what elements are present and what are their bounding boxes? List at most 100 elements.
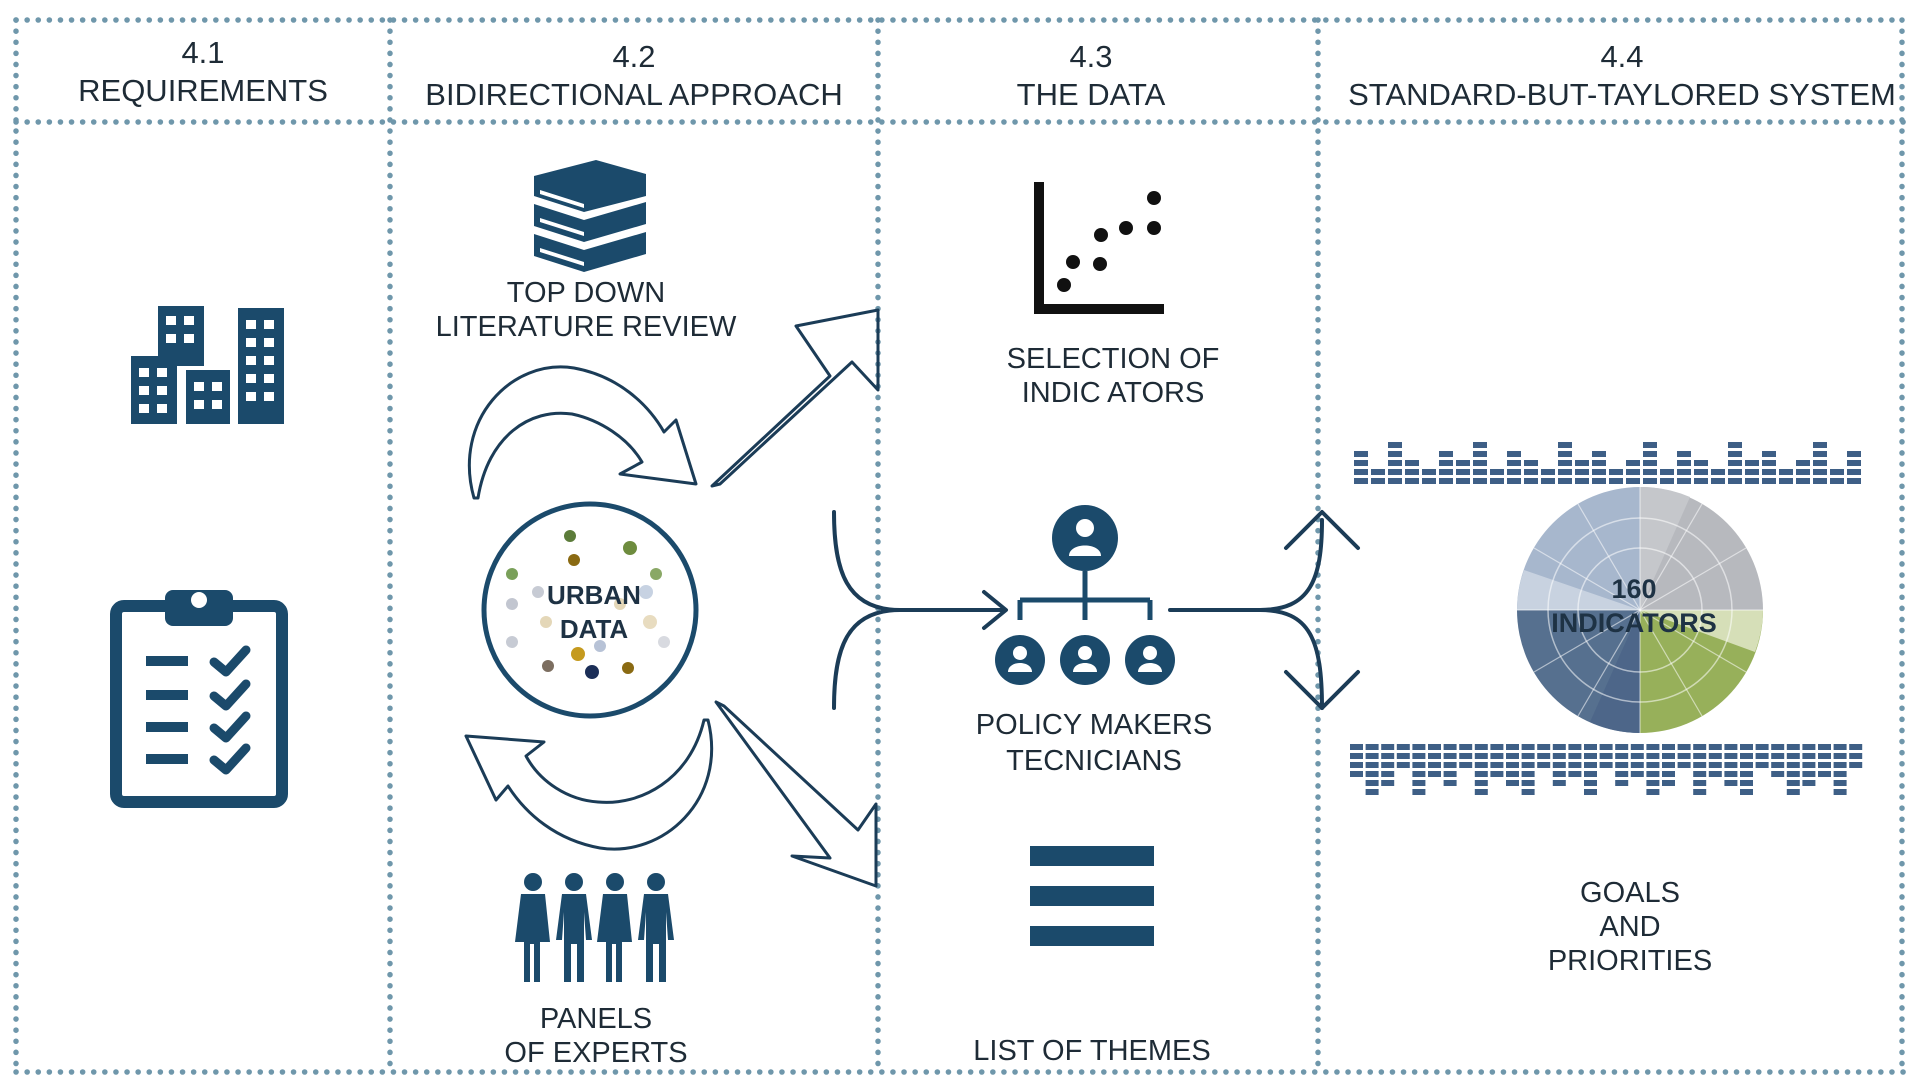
literature-review-label: LITERATURE REVIEW: [435, 311, 737, 343]
cycle-arrow-bottom: [464, 718, 714, 851]
indicator-bar-segment: [1762, 451, 1776, 457]
merge-arrows: [832, 510, 1008, 710]
indicator-bar-segment: [1833, 771, 1847, 777]
indicator-bar-segment: [1677, 753, 1691, 759]
indicator-bar-segment: [1365, 771, 1379, 777]
indicator-bar-segment: [1802, 762, 1816, 768]
indicator-bar-segment: [1779, 469, 1793, 475]
indicator-bar-segment: [1771, 744, 1785, 750]
indicator-bar-segment: [1568, 771, 1582, 777]
indicator-bar-segment: [1849, 744, 1863, 750]
indicator-bar-segment: [1771, 771, 1785, 777]
indicator-bar-segment: [1694, 478, 1708, 484]
indicator-bar-segment: [1626, 478, 1640, 484]
column-title-requirements: REQUIREMENTS: [78, 73, 328, 108]
indicator-bar-segment: [1568, 744, 1582, 750]
tecnicians-label: TECNICIANS: [1006, 745, 1182, 777]
scatter-plot-icon: [1034, 182, 1164, 314]
indicator-bar-segment: [1584, 744, 1597, 750]
indicator-bar-segment: [1365, 780, 1379, 786]
indicator-bar-segment: [1724, 771, 1738, 777]
indicator-bar-segment: [1428, 762, 1441, 768]
indicator-bar-segment: [1371, 478, 1385, 484]
indicator-bar-segment: [1802, 753, 1816, 759]
indicator-bar-segment: [1381, 762, 1395, 768]
indicator-bar-segment: [1813, 469, 1827, 475]
indicator-bar-segment: [1584, 753, 1597, 759]
indicator-bar-segment: [1474, 744, 1488, 750]
indicator-bar-segment: [1847, 460, 1861, 466]
indicator-bar-segment: [1474, 771, 1488, 777]
indicator-bar-segment: [1365, 762, 1379, 768]
indicator-bar-segment: [1599, 744, 1613, 750]
indicator-bar-segment: [1371, 469, 1385, 475]
indicator-bar-segment: [1552, 771, 1566, 777]
indicator-bar-segment: [1474, 780, 1488, 786]
indicator-bar-segment: [1506, 744, 1519, 750]
indicator-bar-segment: [1693, 744, 1707, 750]
indicator-bar-segment: [1521, 771, 1535, 777]
indicator-bar-segment: [1740, 753, 1753, 759]
indicator-bar-segment: [1439, 460, 1453, 466]
indicator-bar-segment: [1818, 771, 1831, 777]
indicators-label: INDIC ATORS: [1021, 377, 1205, 409]
indicator-bar-segment: [1537, 762, 1551, 768]
indicator-bar-segment: [1796, 478, 1810, 484]
data-dots: [506, 530, 670, 679]
indicator-bar-segment: [1662, 744, 1675, 750]
indicator-bar-segment: [1646, 780, 1660, 786]
indicator-bar-segment: [1443, 753, 1457, 759]
column-title-the-data: THE DATA: [1016, 77, 1166, 112]
indicator-bar-segment: [1677, 460, 1691, 466]
indicator-bar-segment: [1762, 460, 1776, 466]
indicator-bar-segment: [1584, 762, 1597, 768]
indicator-bar-segment: [1609, 469, 1623, 475]
arrow-down-right: [714, 700, 878, 888]
cycle-arrow-top: [467, 365, 698, 500]
indicator-bar-segment: [1740, 789, 1753, 795]
indicator-bar-segment: [1541, 478, 1555, 484]
indicator-bar-segment: [1490, 744, 1504, 750]
indicator-bar-segment: [1833, 762, 1847, 768]
indicator-bar-segment: [1677, 762, 1691, 768]
indicator-bar-segment: [1813, 478, 1827, 484]
indicator-bar-segment: [1724, 744, 1738, 750]
indicator-bar-segment: [1507, 451, 1521, 457]
indicator-bar-segment: [1818, 762, 1831, 768]
indicator-bar-segment: [1728, 478, 1742, 484]
indicator-bar-segment: [1677, 451, 1691, 457]
indicator-bar-segment: [1643, 442, 1657, 448]
indicator-bar-segment: [1584, 771, 1597, 777]
books-icon: [534, 160, 646, 272]
indicator-bar-segment: [1443, 780, 1457, 786]
indicator-bar-segment: [1405, 478, 1419, 484]
urban-data-circle: [481, 501, 699, 719]
indicator-bar-segment: [1439, 478, 1453, 484]
indicator-bar-segment: [1506, 762, 1519, 768]
clipboard-checklist-icon: [110, 590, 288, 808]
indicator-bar-segment: [1354, 451, 1368, 457]
indicator-bar-segment: [1428, 753, 1441, 759]
urban-data-line1: URBAN: [547, 580, 641, 610]
indicator-bar-segment: [1537, 744, 1551, 750]
indicator-bar-segment: [1693, 762, 1707, 768]
indicator-bar-segment: [1833, 753, 1847, 759]
indicator-bar-segment: [1592, 469, 1606, 475]
indicator-bar-segment: [1552, 780, 1566, 786]
indicator-bar-segment: [1388, 442, 1402, 448]
indicator-bar-segment: [1626, 469, 1640, 475]
list-icon: [1030, 846, 1154, 946]
indicator-bar-segment: [1833, 744, 1847, 750]
indicator-bar-segment: [1745, 460, 1759, 466]
indicator-bar-segment: [1428, 771, 1441, 777]
indicator-bar-segment: [1711, 478, 1725, 484]
indicator-bar-segment: [1507, 469, 1521, 475]
selection-of-label: SELECTION OF: [1006, 343, 1220, 375]
indicator-bar-segment: [1615, 771, 1629, 777]
indicator-bar-segment: [1630, 771, 1644, 777]
indicator-bar-segment: [1558, 478, 1572, 484]
indicator-bar-segment: [1660, 469, 1674, 475]
indicator-bar-segment: [1728, 451, 1742, 457]
policy-makers-label: POLICY MAKERS: [975, 709, 1213, 741]
